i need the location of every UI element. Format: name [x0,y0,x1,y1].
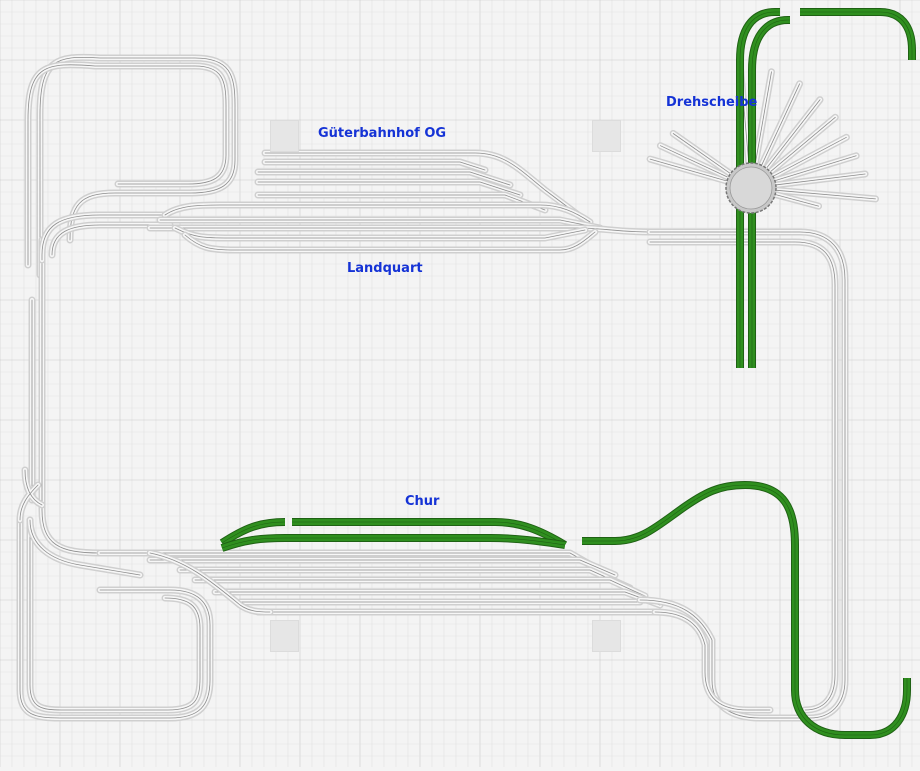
track-rail-line [770,116,836,172]
left-main-track-outer[interactable] [16,296,214,722]
track-rail-line [149,559,616,576]
green-track-layer [219,8,916,739]
track-rail-line [41,214,171,261]
track-rail-line [766,99,821,168]
turntable-radial-tracks [646,65,879,210]
left-main-track-inner[interactable] [38,236,224,557]
track-rail-line [672,133,731,174]
chur-label: Chur [405,494,440,509]
green-track-rail [751,19,790,368]
track-rail-line [654,611,771,711]
track-rail-line [174,227,586,239]
track-rail-line [194,579,646,597]
track-rail-line [264,161,486,171]
turntable[interactable] [725,162,777,214]
track-rail-line [149,552,806,719]
track-rail-line [775,155,857,181]
placeholder-pad [270,620,299,652]
green-track-rail [800,11,913,60]
track-rail-line [39,57,236,276]
track-rail-line [773,136,847,177]
track-rail-line [164,204,591,223]
track-bed-highlight [28,518,202,712]
track-rail-line [257,181,521,196]
gray-track-layer [16,53,879,722]
track-bed-highlight [18,298,212,720]
track-rail-line [660,145,728,178]
track-rail-line [264,152,586,221]
track-bed-highlight [40,238,222,555]
track-rail-line [29,519,201,711]
freight-yard-label: Güterbahnhof OG [318,126,447,141]
landquart-label: Landquart [347,261,423,276]
track-rail-line [761,83,800,165]
track-rail-line [776,189,876,200]
green-track-fill [221,535,566,551]
track-rail-line [776,173,866,186]
green-track-rail [582,484,908,736]
green-track-rail [221,537,566,549]
green-track-rail [221,521,286,544]
track-rail-line [19,469,141,576]
track-rail-line [649,241,836,711]
placeholder-pad [592,620,621,652]
track-rail-line [649,231,846,719]
track-rail-line [755,71,772,163]
green-track-rail [739,11,780,368]
turntable-label: Drehscheibe [666,95,758,110]
track-rail-line [775,194,819,207]
track-rail-line [184,231,596,251]
track-rail-line [41,239,221,554]
track-rail-line [257,171,511,186]
lower-left-loop-inner-track[interactable] [26,516,204,714]
turntable-deck [729,166,773,210]
placeholder-pad [592,120,621,152]
track-rail-line [27,64,227,266]
track-bed-highlight [18,468,142,577]
upper-left-loop-track[interactable] [36,53,239,279]
placeholder-pad [270,120,299,152]
track-rail-line [19,299,211,719]
track-rail-line [649,158,727,182]
